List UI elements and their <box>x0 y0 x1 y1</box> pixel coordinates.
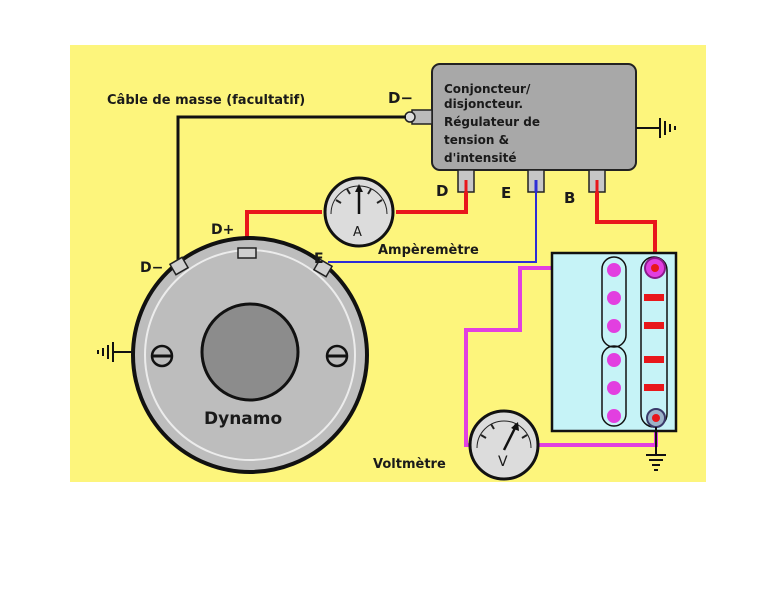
regulator-terminal-b <box>588 169 606 193</box>
dynamo-dplus-terminal <box>237 247 257 259</box>
field-e-wire <box>328 192 537 263</box>
dynamo-left-screw-icon <box>150 344 174 368</box>
dynamo-dplus-label: D+ <box>211 222 234 238</box>
regulator-text-line3: Régulateur de <box>444 115 540 129</box>
regulator-dminus-connector <box>404 109 433 125</box>
dynamo-dminus-label: D− <box>140 260 163 276</box>
terminal-d-label: D <box>436 182 448 200</box>
dynamo-e-terminal <box>312 258 334 278</box>
ground-cable-wire <box>176 115 406 262</box>
regulator-text-line1: Conjoncteur/ <box>444 82 531 96</box>
dynamo-e-label: E <box>314 251 324 267</box>
regulator-dminus-label: D− <box>388 89 413 107</box>
voltmeter-label: Voltmètre <box>373 457 446 472</box>
battery-ground-icon <box>646 427 666 471</box>
voltmeter-symbol: V <box>498 454 508 470</box>
regulator-terminal-d <box>457 169 475 193</box>
voltmeter: V <box>468 409 540 481</box>
dynamo-ground-icon <box>97 342 133 362</box>
ammeter-to-d-wire <box>396 192 468 214</box>
regulator-text-line2: disjoncteur. <box>444 97 523 111</box>
regulator-ground-icon <box>636 118 676 138</box>
terminal-e-label: E <box>501 184 511 202</box>
dynamo-label: Dynamo <box>204 409 282 429</box>
regulator-terminal-e <box>527 169 545 193</box>
ammeter-symbol: A <box>353 225 362 240</box>
battery <box>550 251 678 433</box>
ammeter: A <box>323 176 395 248</box>
dynamo-dminus-terminal <box>168 256 190 276</box>
regulator-text-line5: d'intensité <box>444 151 516 165</box>
ammeter-label: Ampèremètre <box>378 243 479 258</box>
regulator-box: Conjoncteur/ disjoncteur. Régulateur de … <box>431 63 637 171</box>
terminal-b-label: B <box>564 189 575 207</box>
ground-cable-label: Câble de masse (facultatif) <box>107 93 305 108</box>
b-to-battery-wire <box>595 192 657 266</box>
voltmeter-positive-wire <box>464 266 650 447</box>
dynamo-right-screw-icon <box>325 344 349 368</box>
regulator-text-line4: tension & <box>444 133 509 147</box>
dynamo: Dynamo <box>131 236 369 474</box>
